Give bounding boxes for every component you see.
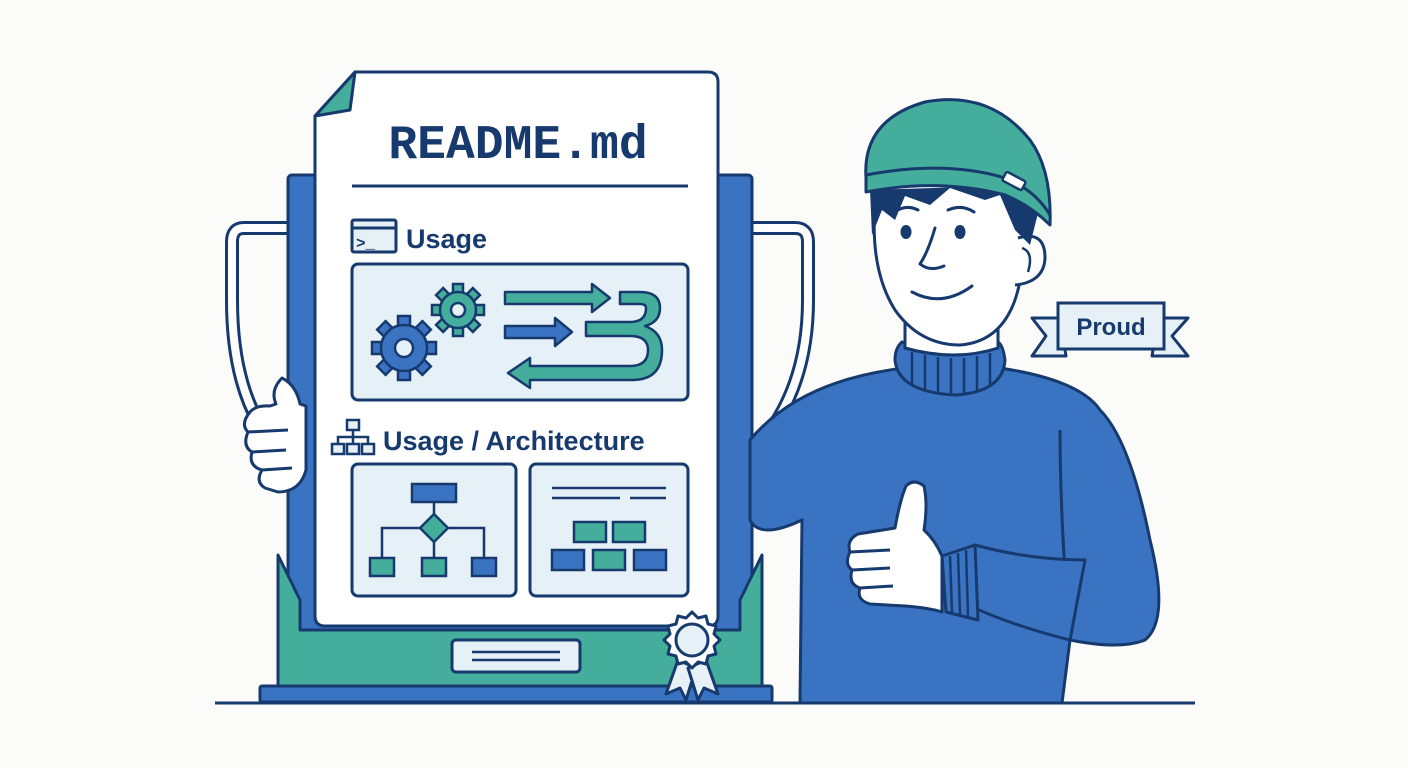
arrows-icon — [503, 282, 664, 390]
right-eye — [954, 225, 966, 239]
beanie — [864, 98, 1052, 227]
trophy-plinth — [258, 684, 774, 704]
sweater — [748, 366, 1161, 705]
readme-document: README.md >_ Usage — [313, 70, 720, 628]
thumbs-up-icon — [845, 480, 944, 614]
flowchart-icon — [368, 482, 498, 578]
section-architecture-heading: Usage / Architecture — [383, 426, 645, 456]
person — [748, 98, 1161, 705]
gear-icon — [370, 314, 438, 382]
trophy-plaque — [450, 638, 582, 674]
terminal-icon: >_ — [350, 218, 398, 254]
ribbon-award-icon — [662, 610, 722, 702]
terminal-prompt: >_ — [356, 235, 376, 253]
left-eye — [900, 225, 912, 239]
sitemap-icon — [330, 418, 376, 456]
left-hand — [243, 376, 308, 494]
document-title: README.md — [388, 119, 647, 173]
smile — [910, 284, 974, 301]
blocks-icon — [550, 486, 668, 572]
gear-icon-small — [430, 282, 486, 338]
beanie-tag — [1001, 170, 1027, 192]
proud-label: Proud — [1076, 314, 1145, 341]
section-usage-heading: Usage — [406, 224, 487, 254]
blocks-panel — [528, 462, 690, 598]
cuff — [940, 543, 980, 622]
document-corner-fold — [313, 70, 357, 118]
nose — [918, 226, 946, 271]
proud-badge: Proud — [1030, 301, 1190, 358]
